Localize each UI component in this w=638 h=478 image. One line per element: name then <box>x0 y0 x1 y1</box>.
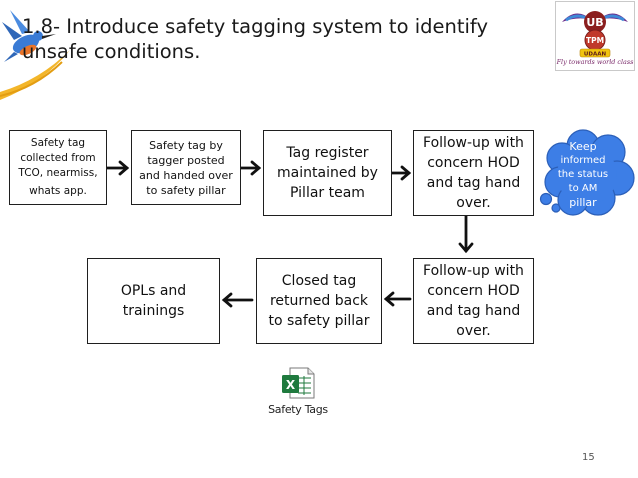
flow-step-tag-collected: Safety tag collected from TCO, nearmiss,… <box>9 130 107 205</box>
svg-text:X: X <box>286 378 296 392</box>
logo-tagline: Fly towards world class <box>556 58 634 66</box>
flow-step-follow-up-bottom: Follow-up with concern HOD and tag hand … <box>413 258 534 344</box>
callout-line1: Keep <box>569 140 597 153</box>
callout-line2: informed <box>560 155 606 166</box>
step7-text: OPLs and trainings <box>120 283 187 319</box>
tpm-logo: UB TPM UDAAN Fly towards world class <box>555 1 635 71</box>
page-number: 15 <box>582 452 595 463</box>
callout-line5: pillar <box>569 196 597 209</box>
logo-emblem-icon: UB TPM UDAAN <box>562 11 628 58</box>
excel-file-icon[interactable]: X <box>280 366 316 400</box>
slide-title: 1.8- Introduce safety tagging system to … <box>22 15 488 63</box>
flow-step-tag-register: Tag register maintained by Pillar team <box>263 130 392 216</box>
callout-line4: to AM <box>568 183 598 194</box>
logo-udaan: UDAAN <box>584 52 607 58</box>
step6-text: Closed tag returned back to safety pilla… <box>268 273 370 329</box>
step2-text: Safety tag by tagger posted and handed o… <box>139 138 233 197</box>
step1-line4: whats app. <box>29 185 87 197</box>
flow-step-opls-trainings: OPLs and trainings <box>87 258 220 344</box>
step5-text: Follow-up with concern HOD and tag hand … <box>423 263 524 339</box>
flow-step-tag-posted: Safety tag by tagger posted and handed o… <box>131 130 241 205</box>
step1-line1: Safety tag <box>30 137 86 149</box>
callout-cloud-icon <box>539 129 635 216</box>
safety-tags-file-label[interactable]: Safety Tags <box>268 403 328 416</box>
kingfisher-graphic <box>0 10 70 100</box>
logo-ub: UB <box>586 16 603 29</box>
flow-step-closed-tag: Closed tag returned back to safety pilla… <box>256 258 382 344</box>
callout-text: Keep informed the status to AM pillar <box>553 140 613 210</box>
callout-line3: the status <box>557 169 609 180</box>
flow-step-follow-up-top: Follow-up with concern HOD and tag hand … <box>413 130 534 216</box>
step1-line2: collected from <box>20 152 96 164</box>
step3-text: Tag register maintained by Pillar team <box>277 145 378 201</box>
logo-tpm: TPM <box>586 36 604 45</box>
step4-text: Follow-up with concern HOD and tag hand … <box>423 135 524 211</box>
step1-line3: TCO, nearmiss, <box>18 167 98 179</box>
